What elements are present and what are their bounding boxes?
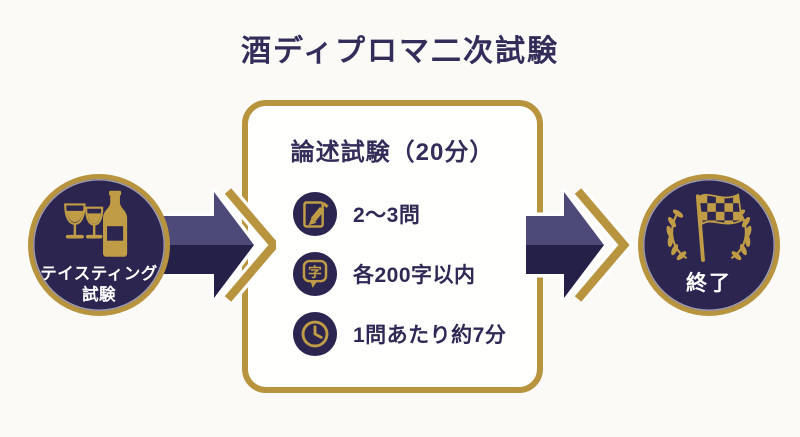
character-count-bubble-icon: 字 <box>292 251 338 297</box>
question-count-label: 2〜3問 <box>353 204 421 227</box>
wine-tasting-icon <box>64 190 128 257</box>
essay-box-title: 論述試験（20分） <box>290 139 495 166</box>
character-limit-label: 各200字以内 <box>353 264 476 287</box>
flow-arrow-right <box>526 188 634 302</box>
end-node-label: 終了 <box>686 272 732 295</box>
pencil-note-icon <box>292 191 338 237</box>
checkered-flag-laurel-icon <box>664 193 754 263</box>
start-node-tasting-exam: テイスティング 試験 <box>28 174 170 316</box>
start-node-label-line1: テイスティング <box>40 265 158 283</box>
clock-icon <box>292 311 338 357</box>
start-node-label-line2: 試験 <box>82 286 116 304</box>
list-item-time-per-question: 1問あたり約7分 <box>292 311 537 357</box>
end-node-finish: 終了 <box>638 174 780 316</box>
character-glyph: 字 <box>308 264 322 280</box>
list-item-character-limit: 字 各200字以内 <box>292 251 537 297</box>
list-item-question-count: 2〜3問 <box>292 191 537 237</box>
page-title: 酒ディプロマ二次試験 <box>241 35 559 68</box>
essay-detail-list: 2〜3問 字 各200字以内 1問あたり約7分 <box>248 191 537 357</box>
time-per-question-label: 1問あたり約7分 <box>353 324 507 347</box>
essay-exam-box: 論述試験（20分） 2〜3問 字 各200字 <box>242 100 543 393</box>
